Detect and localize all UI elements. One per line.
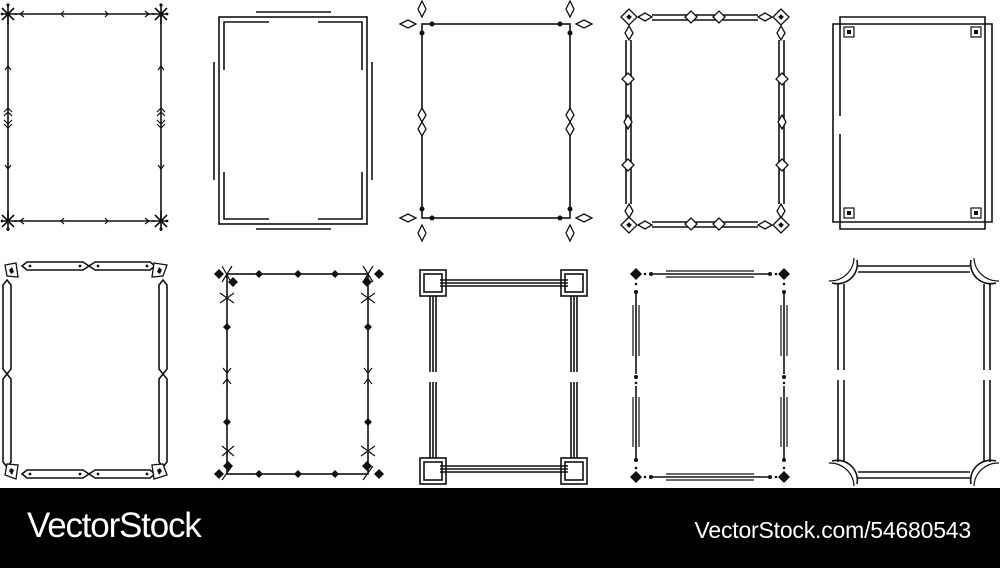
frame-offset-rectangles (832, 16, 993, 230)
frame-hexagon-bars (2, 261, 168, 480)
frame-triple-line-squares (419, 269, 588, 485)
frame-double-line-bars (213, 11, 373, 230)
watermark-footer: VectorStock VectorStock.com/54680543 (0, 488, 1000, 568)
frames-artwork (0, 0, 1000, 488)
frame-arrow-snowflake (0, 3, 169, 231)
frame-solid-diamond-starburst (214, 265, 384, 481)
brand-logo-text: VectorStock (27, 506, 202, 545)
frame-dotted-diamond-bars (630, 268, 790, 483)
frame-diamond-cross (398, 0, 594, 243)
frame-arc-corners (828, 257, 1000, 487)
frame-double-rail-diamonds (620, 8, 790, 234)
image-reference-text: VectorStock.com/54680543 (694, 517, 972, 543)
